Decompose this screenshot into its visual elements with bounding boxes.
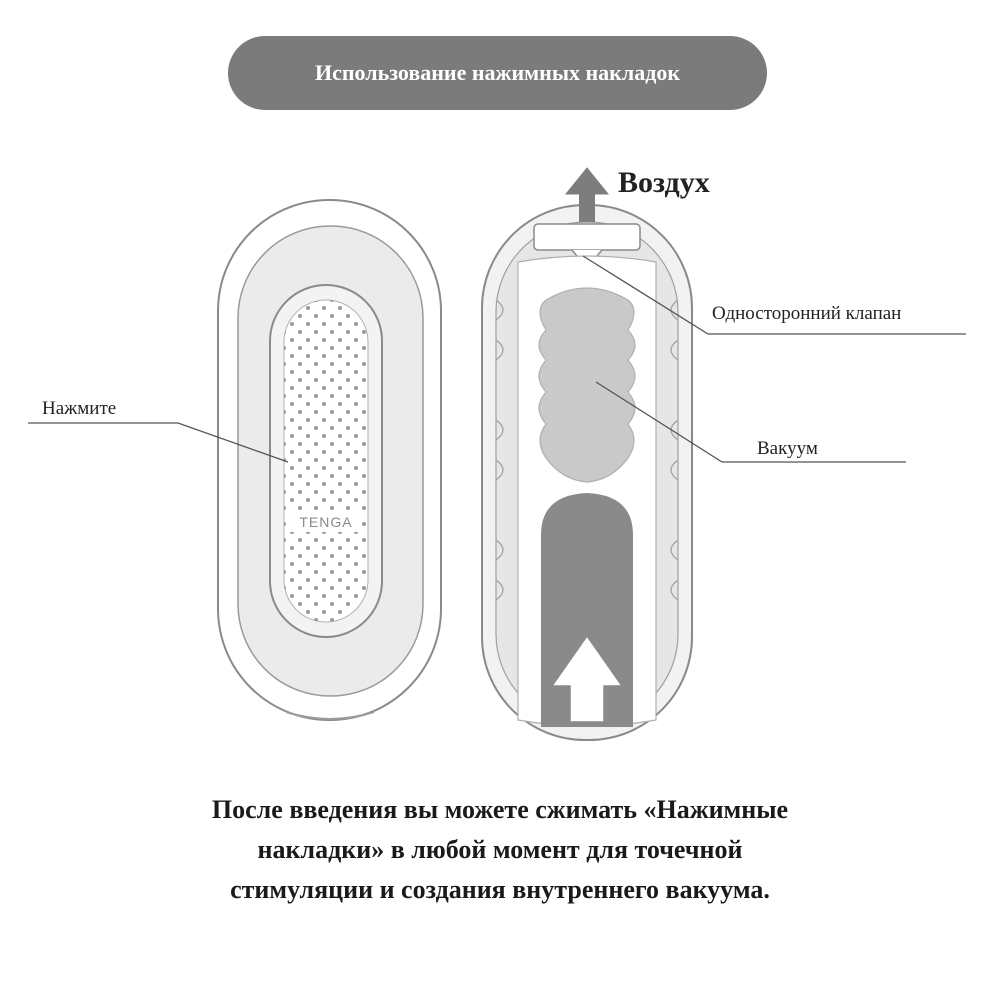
logo-backdrop [290, 510, 362, 532]
leader-lines [28, 255, 966, 463]
caption-line-3: стимуляции и создания внутреннего вакуум… [230, 875, 770, 904]
caption: После введения вы можете сжимать «Нажимн… [80, 790, 920, 910]
label-vacuum: Вакуум [757, 438, 818, 459]
device-logo: TENGA [299, 514, 352, 530]
press-pad-dots [284, 300, 368, 622]
leader-line-press [28, 422, 289, 463]
caption-line-1: После введения вы можете сжимать «Нажимн… [211, 795, 789, 824]
insertion-arrow-icon [550, 634, 624, 723]
leader-line-valve [582, 255, 966, 335]
leader-line-vacuum [595, 381, 906, 463]
valve-housing [533, 223, 641, 251]
title-banner: Использование нажимных накладок [228, 36, 767, 110]
caption-line-2: накладки» в любой момент для точечной [257, 835, 743, 864]
air-arrow-shaft [579, 194, 595, 222]
label-air: Воздух [618, 166, 710, 199]
device-cross-section [481, 167, 693, 741]
device-base-rim [285, 711, 375, 720]
page-title: Использование нажимных накладок [314, 60, 681, 85]
label-valve: Односторонний клапан [712, 303, 902, 324]
device-front-view: TENGA [217, 199, 442, 721]
label-press: Нажмите [42, 398, 117, 419]
vacuum-chamber [538, 287, 636, 483]
